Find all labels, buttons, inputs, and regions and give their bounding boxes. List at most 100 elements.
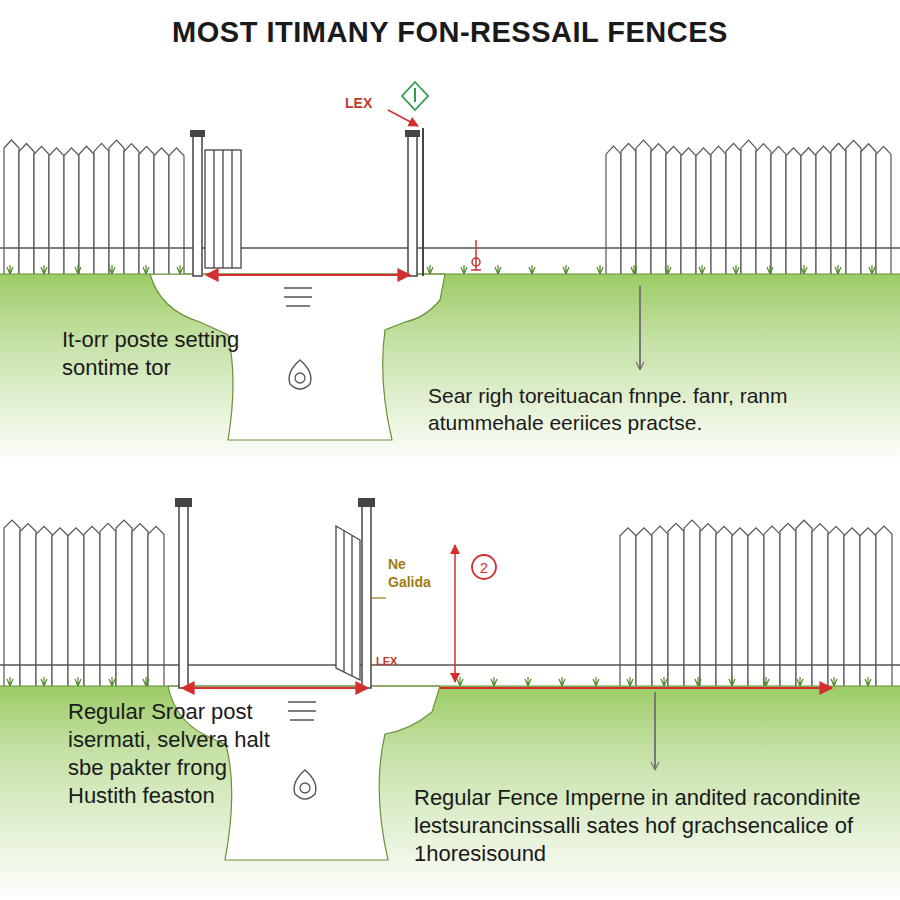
dimension-line <box>206 274 410 276</box>
grass-tuft <box>495 265 501 274</box>
picket <box>36 526 52 686</box>
ground-stake <box>639 286 641 370</box>
picket <box>764 526 780 686</box>
ground-stake <box>654 692 656 770</box>
grass-tuft <box>801 265 807 274</box>
picket <box>700 524 716 686</box>
picket <box>49 148 64 274</box>
grass-tuft <box>835 265 841 274</box>
picket <box>711 146 726 274</box>
label-mark: Ne Galida <box>388 556 448 592</box>
picket <box>831 143 846 274</box>
note-text: Regular Sroar post isermati, selvera hal… <box>68 698 273 811</box>
picket <box>79 146 94 274</box>
picket <box>68 528 84 686</box>
picket <box>124 144 139 274</box>
grass-tuft <box>491 677 497 686</box>
grass-tuft <box>75 265 81 274</box>
grass-tuft <box>865 677 871 686</box>
picket <box>786 148 801 274</box>
drain-symbol <box>289 360 311 389</box>
grass-tuft <box>75 677 81 686</box>
post-cap <box>190 130 205 137</box>
fence-bottom <box>4 520 892 686</box>
picket <box>148 526 164 686</box>
picket <box>84 526 100 686</box>
gate <box>336 526 360 680</box>
leader-line <box>388 110 418 126</box>
ground-stake <box>636 362 644 370</box>
picket <box>684 520 700 686</box>
fence-top <box>4 140 891 274</box>
post <box>422 128 424 276</box>
picket <box>20 523 36 686</box>
picket <box>636 528 652 686</box>
grass-tuft <box>831 677 837 686</box>
picket <box>812 524 828 686</box>
picket <box>716 526 732 686</box>
picket <box>861 144 876 274</box>
picket <box>860 528 876 686</box>
leader-line <box>372 597 386 598</box>
grass-tuft <box>763 677 769 686</box>
callout-circle <box>472 555 496 579</box>
post-cap <box>405 130 420 137</box>
grass-tuft <box>869 265 875 274</box>
picket <box>816 146 831 274</box>
picket <box>34 146 49 274</box>
height-dimension <box>454 545 456 682</box>
picket <box>876 526 892 686</box>
grass-tuft <box>699 265 705 274</box>
picket <box>64 148 79 274</box>
gate-post <box>193 136 202 276</box>
rail <box>0 247 900 249</box>
picket <box>651 144 666 274</box>
picket <box>94 143 109 274</box>
grass-tuft <box>665 265 671 274</box>
grass-tuft <box>559 677 565 686</box>
dimension-line <box>182 687 368 689</box>
label-mark: LEX <box>345 95 372 113</box>
picket <box>876 146 891 274</box>
picket <box>681 148 696 274</box>
picket <box>780 523 796 686</box>
picket <box>726 143 741 274</box>
grass-tuft <box>177 265 183 274</box>
steps <box>288 702 316 720</box>
gate-post <box>362 506 371 688</box>
note-text: Sear righ toreituacan fnnpe. fanr, ranm … <box>428 383 878 437</box>
ground-line <box>0 685 900 686</box>
grass-tuft <box>529 265 535 274</box>
picket <box>139 146 154 274</box>
picket <box>696 148 711 274</box>
picket <box>844 528 860 686</box>
grass-tuft <box>767 265 773 274</box>
grass-tuft <box>729 677 735 686</box>
picket <box>606 146 621 274</box>
grass-tuft <box>661 677 667 686</box>
grass-tuft <box>597 265 603 274</box>
grass-tuft <box>733 265 739 274</box>
grass-tuft <box>631 265 637 274</box>
picket <box>668 523 684 686</box>
post-cap <box>175 498 192 507</box>
grass-tuft <box>109 265 115 274</box>
ground-stake <box>651 762 659 770</box>
grass-tuft <box>41 265 47 274</box>
picket <box>771 146 786 274</box>
ground <box>0 686 900 900</box>
picket <box>4 140 19 274</box>
title: MOST ITIMANY FON-RESSAIL FENCES <box>0 14 900 51</box>
picket <box>828 526 844 686</box>
grass-tuft <box>461 265 467 274</box>
grass-tuft <box>41 677 47 686</box>
grass-tuft <box>593 677 599 686</box>
picket <box>652 526 668 686</box>
drain-symbol <box>294 770 316 799</box>
post-pit <box>150 274 445 440</box>
picket <box>748 528 764 686</box>
picket <box>154 148 169 274</box>
grass-tuft <box>109 677 115 686</box>
picket <box>109 140 124 274</box>
picket <box>169 148 184 274</box>
